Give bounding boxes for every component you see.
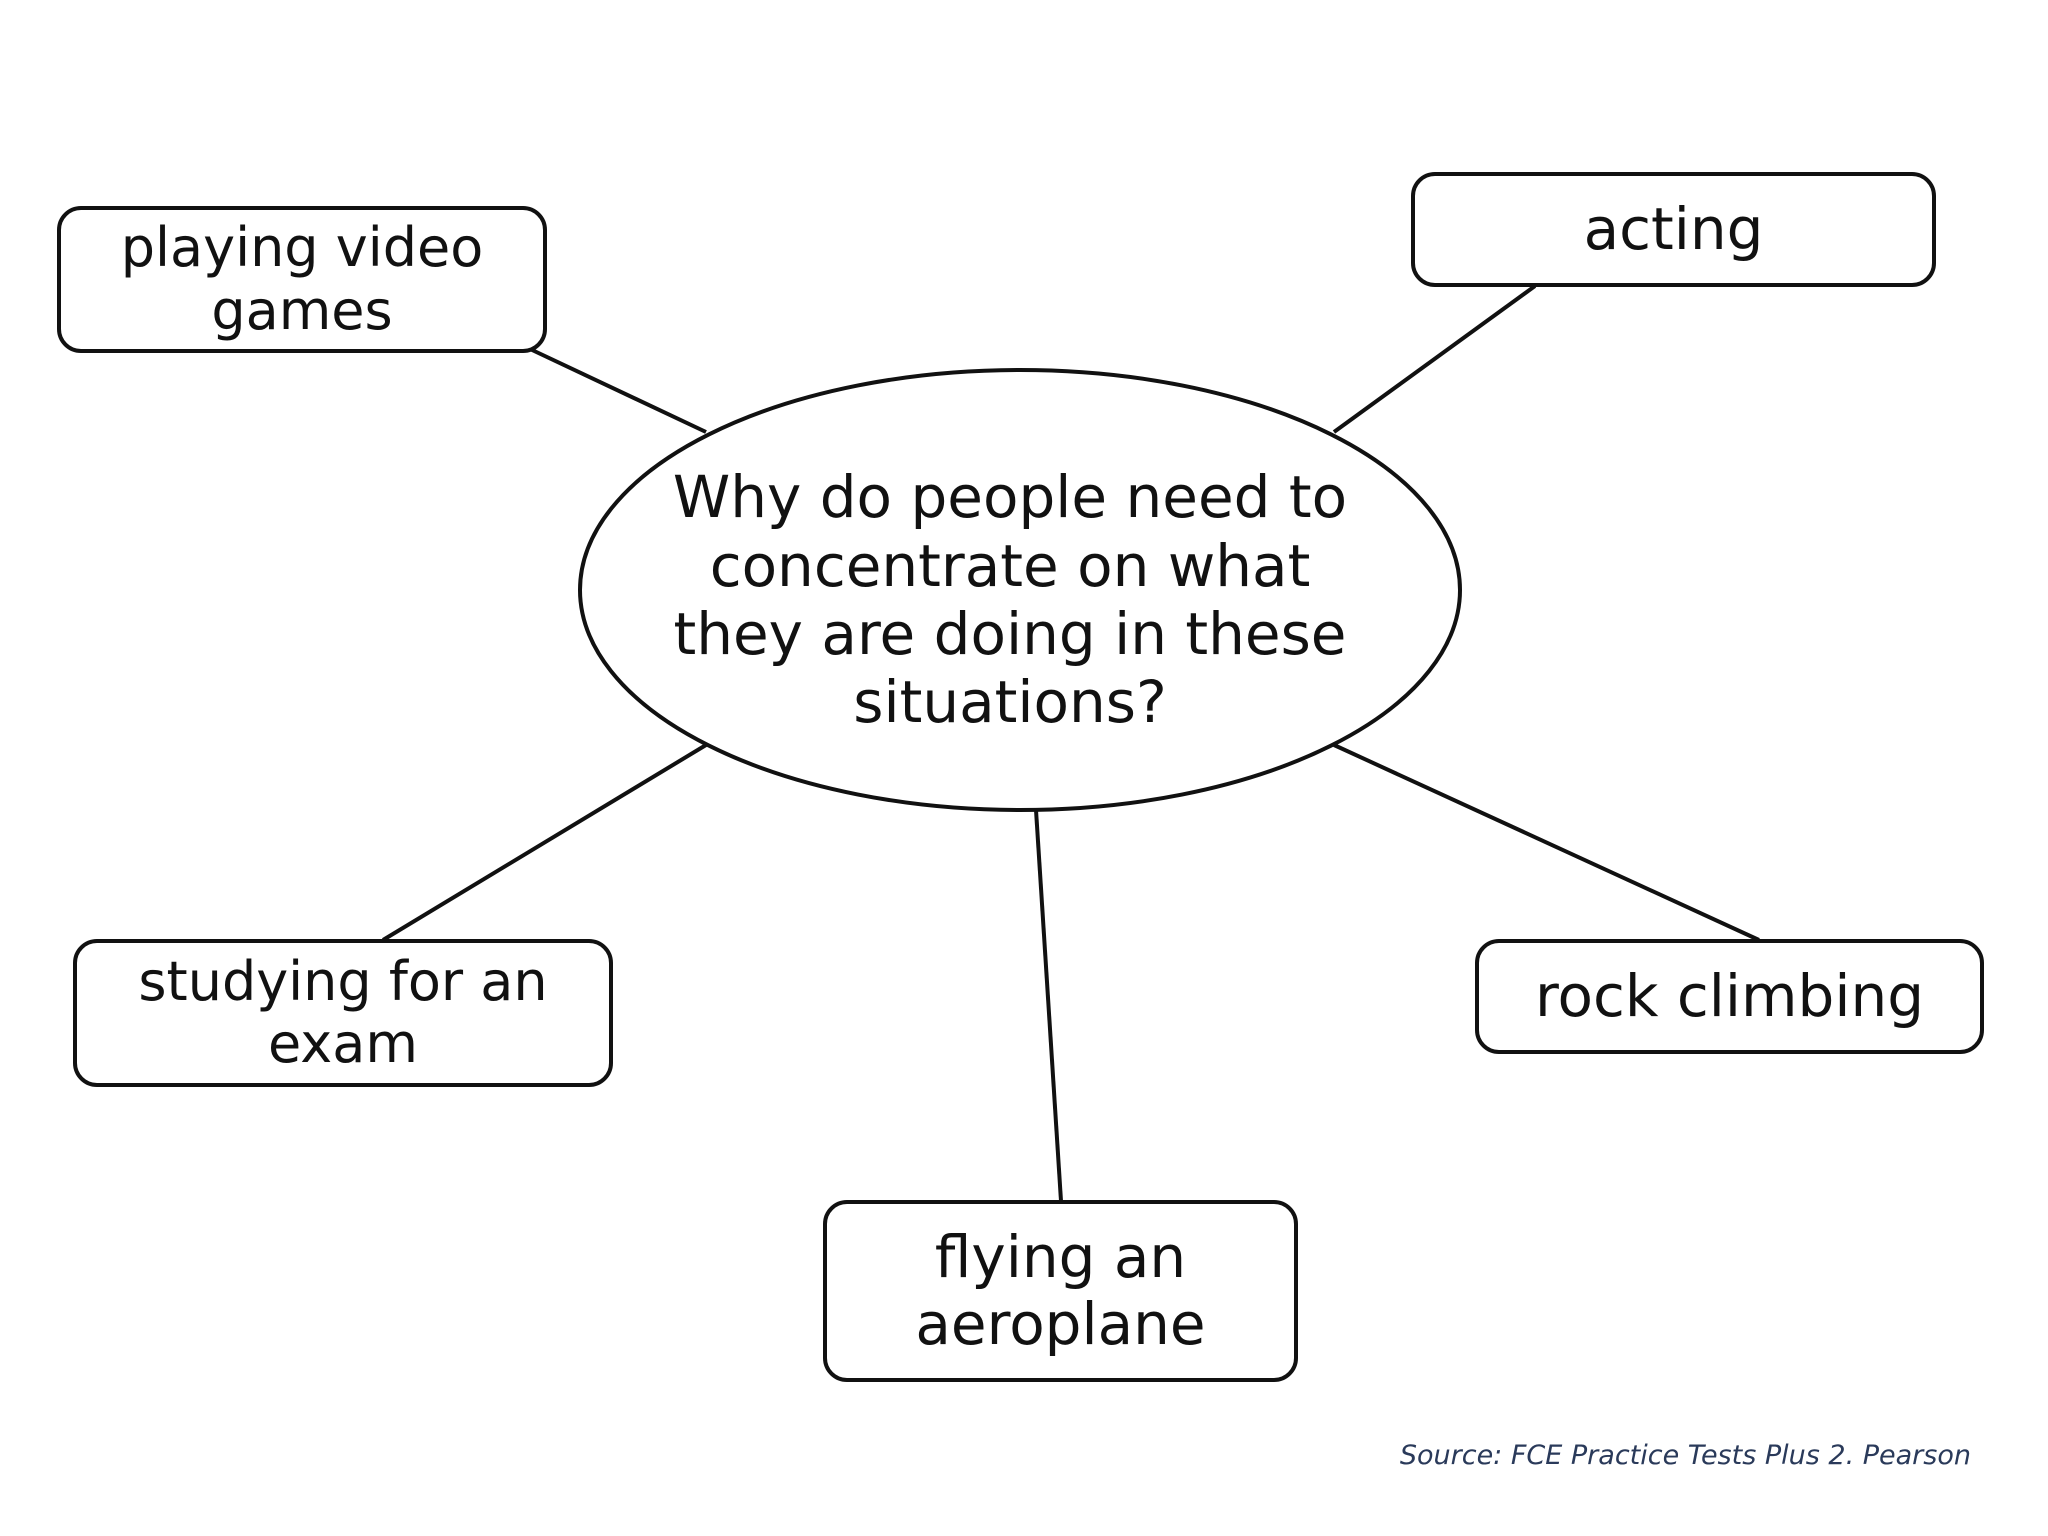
central-question-text: Why do people need to concentrate on wha… xyxy=(672,463,1348,737)
node-playing-video-games: playing video games xyxy=(57,206,547,353)
node-label: playing video games xyxy=(120,216,484,342)
node-label: flying an aeroplane xyxy=(915,1223,1206,1358)
node-label: rock climbing xyxy=(1534,962,1925,1031)
node-studying-for-an-exam: studying for an exam xyxy=(73,939,613,1087)
connector-line xyxy=(1333,743,1760,942)
central-question-ellipse xyxy=(578,368,1462,812)
node-label: acting xyxy=(1583,195,1764,264)
node-flying-an-aeroplane: flying an aeroplane xyxy=(823,1200,1298,1382)
node-label: studying for an exam xyxy=(138,949,548,1075)
connector-line xyxy=(1332,284,1537,434)
node-acting: acting xyxy=(1411,172,1936,287)
source-citation: Source: FCE Practice Tests Plus 2. Pears… xyxy=(1399,1440,1971,1471)
connector-line xyxy=(1034,809,1063,1202)
connector-line xyxy=(381,743,708,942)
connector-line xyxy=(529,347,707,434)
node-rock-climbing: rock climbing xyxy=(1475,939,1984,1054)
